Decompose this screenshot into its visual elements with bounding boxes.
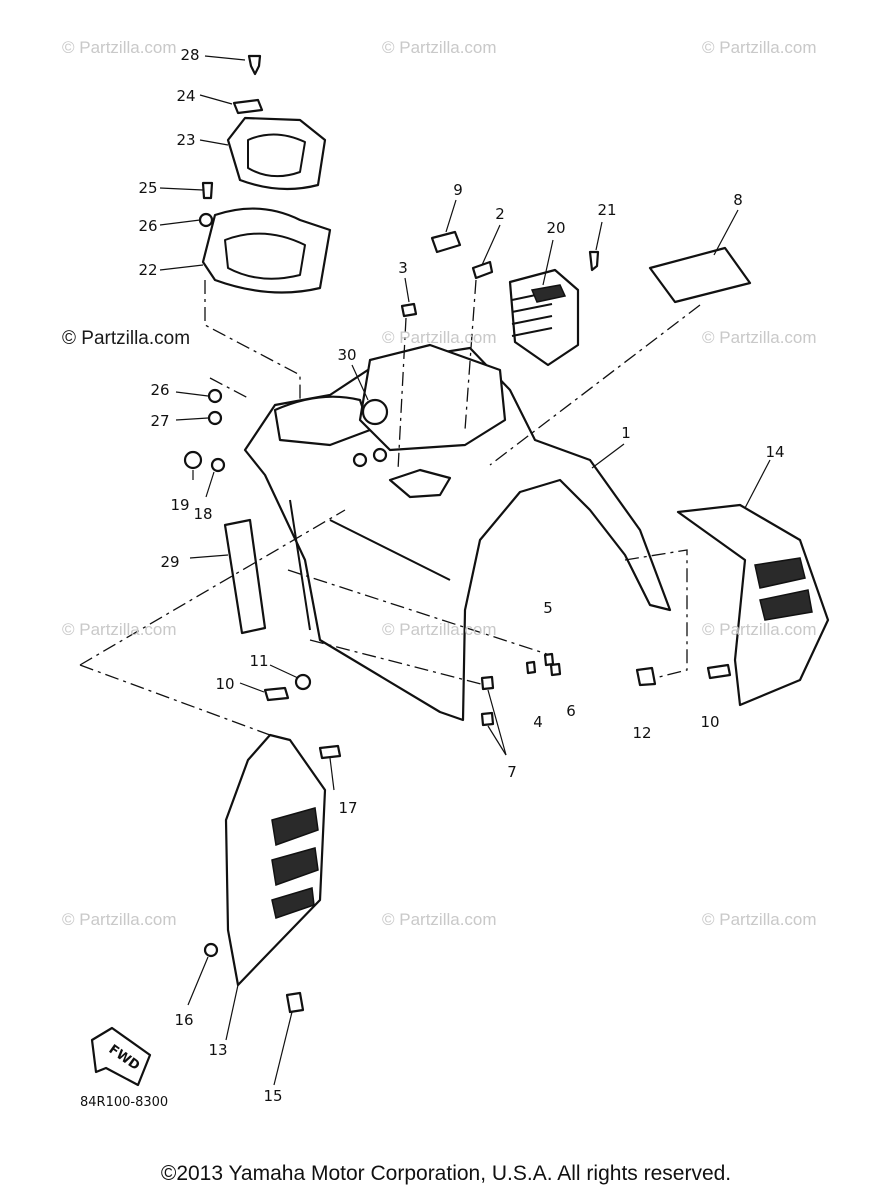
watermark: © Partzilla.com bbox=[702, 620, 817, 639]
callout-number: 24 bbox=[176, 87, 196, 105]
small-parts-top bbox=[400, 230, 752, 367]
fwd-arrow bbox=[90, 1026, 152, 1087]
watermark: © Partzilla.com bbox=[702, 328, 817, 347]
watermark: © Partzilla.com bbox=[62, 910, 177, 929]
watermark: © Partzilla.com bbox=[382, 620, 497, 639]
callout-number: 9 bbox=[453, 181, 463, 199]
callout-number: 19 bbox=[170, 496, 190, 514]
callout-number: 18 bbox=[193, 505, 213, 523]
fasteners bbox=[183, 388, 732, 1014]
front-fender bbox=[243, 343, 672, 722]
callout-number: 29 bbox=[160, 553, 180, 571]
watermark: © Partzilla.com bbox=[62, 328, 191, 349]
callout-number: 28 bbox=[180, 46, 200, 64]
callout-number: 3 bbox=[398, 259, 408, 277]
bracket-part bbox=[223, 518, 267, 635]
callout-number: 21 bbox=[597, 201, 617, 219]
callout-number: 30 bbox=[337, 346, 357, 364]
leader-lines bbox=[159, 55, 771, 1086]
callout-number: 11 bbox=[249, 652, 269, 670]
watermark: © Partzilla.com bbox=[702, 38, 817, 57]
right-side-cover bbox=[676, 503, 830, 707]
callout-number: 7 bbox=[507, 763, 517, 781]
callout-number: 10 bbox=[215, 675, 235, 693]
callout-number: 17 bbox=[338, 799, 358, 817]
watermark: © Partzilla.com bbox=[382, 910, 497, 929]
callout-number: 8 bbox=[733, 191, 743, 209]
drawing-code: 84R100-8300 bbox=[80, 1095, 169, 1110]
callout-number: 27 bbox=[150, 412, 170, 430]
callout-number: 5 bbox=[543, 599, 553, 617]
copyright-notice: ©2013 Yamaha Motor Corporation, U.S.A. A… bbox=[160, 1162, 732, 1185]
callout-number: 25 bbox=[138, 179, 158, 197]
callout-number: 12 bbox=[632, 724, 652, 742]
meter-cover-assembly bbox=[198, 54, 332, 294]
callout-number: 10 bbox=[700, 713, 720, 731]
callout-number: 26 bbox=[150, 381, 170, 399]
watermark: © Partzilla.com bbox=[382, 328, 497, 347]
callout-number: 1 bbox=[621, 424, 631, 442]
callout-number: 2 bbox=[495, 205, 505, 223]
left-side-cover bbox=[224, 733, 327, 987]
callout-number: 4 bbox=[533, 713, 543, 731]
callout-number: 23 bbox=[176, 131, 196, 149]
callout-number: 26 bbox=[138, 217, 158, 235]
callout-number: 14 bbox=[765, 443, 785, 461]
watermark: © Partzilla.com bbox=[382, 38, 497, 57]
watermark: © Partzilla.com bbox=[62, 38, 177, 57]
callout-number: 15 bbox=[263, 1087, 283, 1105]
assembly-lines bbox=[79, 279, 701, 736]
watermark: © Partzilla.com bbox=[702, 910, 817, 929]
callout-number: 16 bbox=[174, 1011, 194, 1029]
callout-number: 13 bbox=[208, 1041, 228, 1059]
callout-number: 22 bbox=[138, 261, 158, 279]
watermark: © Partzilla.com bbox=[62, 620, 177, 639]
callout-number: 20 bbox=[546, 219, 566, 237]
callout-number: 6 bbox=[566, 702, 576, 720]
